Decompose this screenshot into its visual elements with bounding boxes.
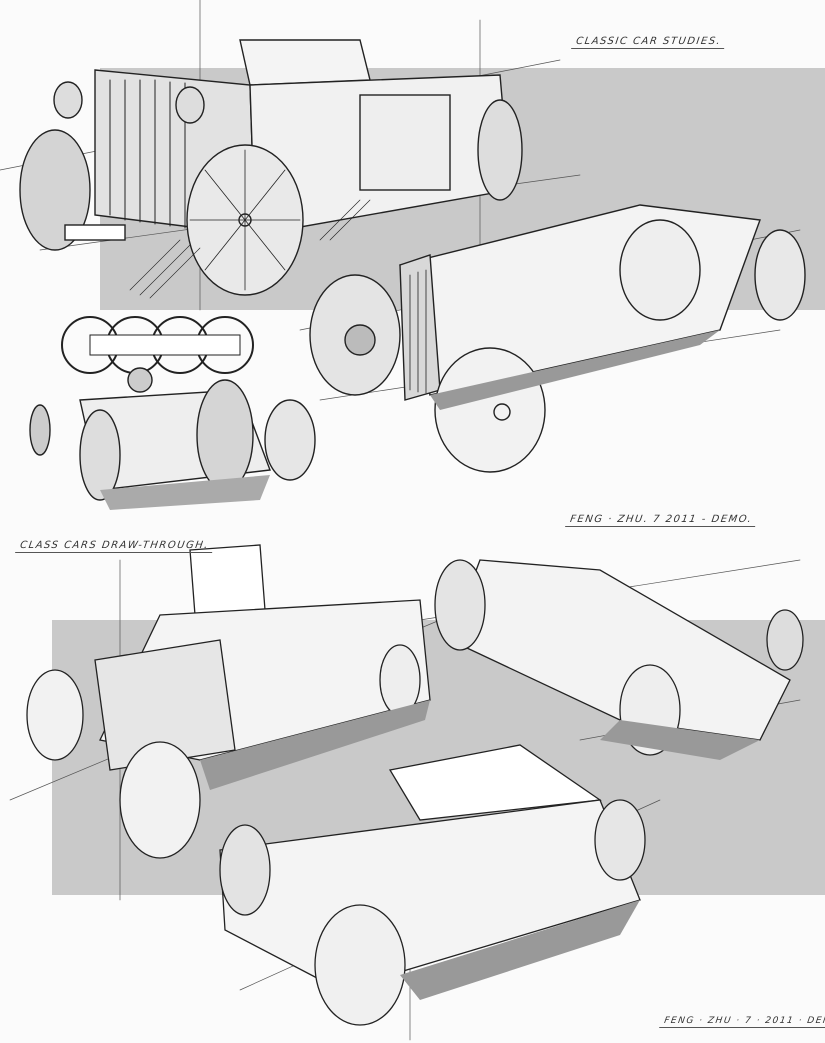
signature-top: FENG · ZHU. 7 2011 - DEMO.: [565, 514, 758, 527]
sedan-draw-through-sketch: [219, 744, 646, 1026]
section-subtitle: CLASS CARS DRAW-THROUGH.: [15, 540, 214, 553]
sheet-title: CLASSIC CAR STUDIES.: [571, 36, 726, 49]
race-car-sketch: [309, 204, 806, 473]
four-rings-logo: [61, 316, 254, 374]
streamliner-sketch: [434, 559, 804, 760]
small-race-car-sketch: [29, 367, 316, 510]
signature-bottom: FENG · ZHU · 7 · 2011 · DEMO.: [659, 1016, 825, 1028]
tourer-draw-through-sketch: [26, 544, 431, 859]
classic-coupe-sketch: [19, 39, 523, 299]
